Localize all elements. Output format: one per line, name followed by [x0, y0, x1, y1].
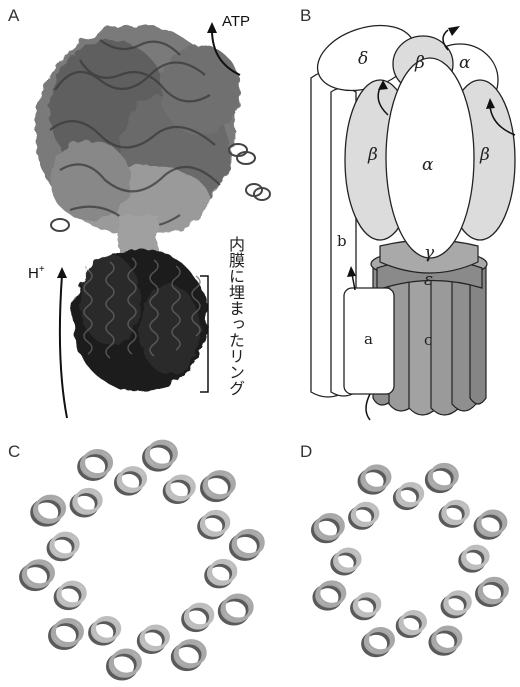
panel-d-helix-ring — [313, 464, 507, 655]
panel-c-helix-ring — [21, 441, 263, 678]
